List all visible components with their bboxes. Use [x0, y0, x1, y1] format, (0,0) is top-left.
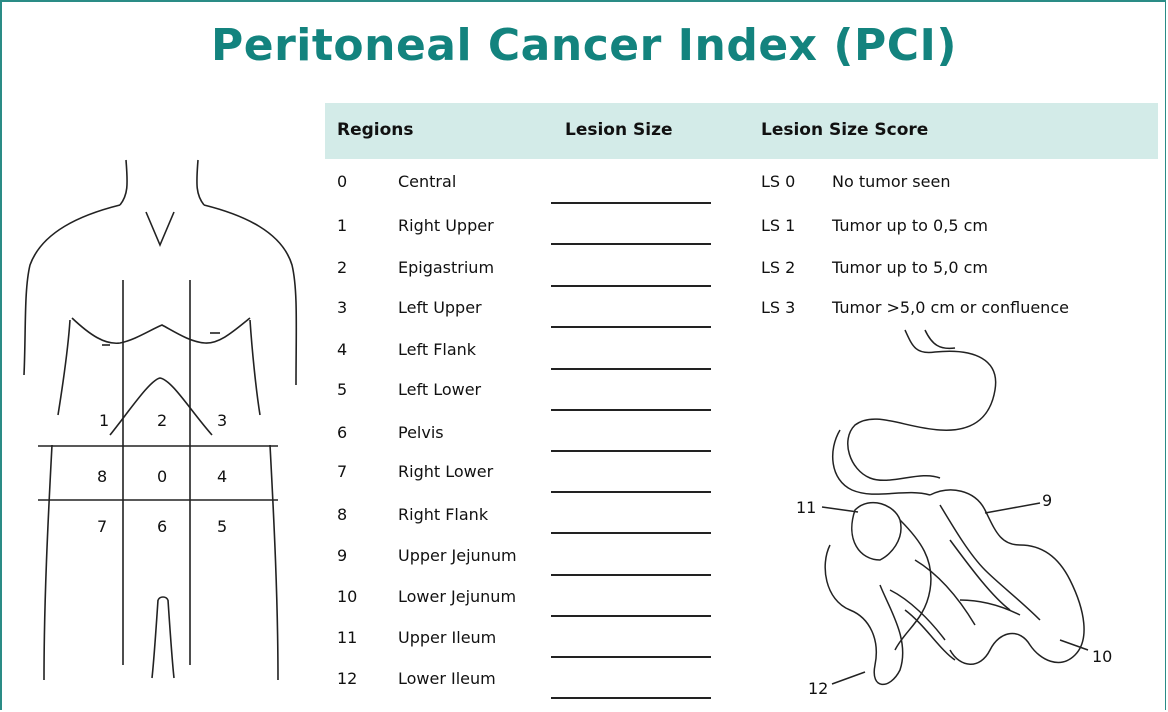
torso-left-upper-outline — [58, 320, 70, 415]
lesion-size-line — [551, 656, 711, 658]
mesentery-vessel — [940, 505, 1040, 620]
torso-right-upper-outline — [250, 320, 260, 415]
ls-description: Tumor up to 0,5 cm — [832, 216, 988, 235]
region-number: 2 — [337, 258, 347, 277]
lesion-size-line — [551, 409, 711, 411]
ls-description: Tumor up to 5,0 cm — [832, 258, 988, 277]
lesion-size-line — [551, 326, 711, 328]
lesion-size-line — [551, 615, 711, 617]
page-title: Peritoneal Cancer Index (PCI) — [0, 20, 1168, 71]
region-name: Upper Ileum — [398, 628, 496, 647]
region-name: Right Lower — [398, 462, 493, 481]
grid-label: 1 — [99, 411, 109, 430]
intestine-loop — [930, 490, 1084, 664]
region-number: 5 — [337, 380, 347, 399]
region-name: Pelvis — [398, 423, 444, 442]
rib-margin-line — [72, 318, 250, 343]
region-number: 8 — [337, 505, 347, 524]
leg-left-outer-outline — [44, 445, 52, 680]
lesion-size-line — [551, 368, 711, 370]
label-leader-line — [985, 503, 1040, 513]
crotch-outline — [158, 597, 168, 600]
grid-label: 3 — [217, 411, 227, 430]
region-name: Lower Jejunum — [398, 587, 516, 606]
ls-code: LS 0 — [761, 172, 795, 191]
grid-label: 4 — [217, 467, 227, 486]
intestine-label: 12 — [808, 679, 828, 698]
region-number: 11 — [337, 628, 357, 647]
label-leader-line — [1060, 640, 1088, 650]
region-number: 4 — [337, 340, 347, 359]
table-header-band — [325, 103, 1158, 159]
label-leader-line — [822, 507, 858, 512]
header-lesion-size-score: Lesion Size Score — [761, 120, 928, 140]
sternal-notch — [146, 212, 174, 245]
intestine-label: 9 — [1042, 491, 1052, 510]
header-lesion-size: Lesion Size — [565, 120, 673, 140]
leg-left-inner-outline — [152, 600, 158, 678]
mesentery-vessel — [905, 610, 955, 660]
leg-right-inner-outline — [168, 600, 174, 678]
label-leader-line — [832, 672, 865, 684]
grid-label: 0 — [157, 467, 167, 486]
intestine-loop — [825, 545, 903, 684]
lesion-size-line — [551, 532, 711, 534]
neck-right-outline — [197, 160, 204, 205]
region-name: Right Flank — [398, 505, 488, 524]
lesion-size-line — [551, 202, 711, 204]
grid-label: 5 — [217, 517, 227, 536]
lesion-size-line — [551, 450, 711, 452]
region-name: Left Flank — [398, 340, 476, 359]
region-number: 9 — [337, 546, 347, 565]
region-number: 6 — [337, 423, 347, 442]
ls-description: No tumor seen — [832, 172, 950, 191]
left-shoulder-arm-outline — [24, 205, 120, 375]
abdomen-body-diagram: 1 2 3 8 0 4 7 6 5 — [0, 140, 310, 712]
region-name: Upper Jejunum — [398, 546, 517, 565]
ls-code: LS 3 — [761, 298, 795, 317]
region-number: 3 — [337, 298, 347, 317]
intestine-label: 11 — [796, 498, 816, 517]
grid-label: 2 — [157, 411, 167, 430]
grid-label: 6 — [157, 517, 167, 536]
intestine-label: 10 — [1092, 647, 1112, 666]
right-shoulder-arm-outline — [204, 205, 296, 385]
region-name: Lower Ileum — [398, 669, 496, 688]
lesion-size-line — [551, 574, 711, 576]
region-name: Left Lower — [398, 380, 481, 399]
header-regions: Regions — [337, 120, 414, 140]
ls-code: LS 2 — [761, 258, 795, 277]
small-intestine-diagram: 11 9 10 12 — [780, 320, 1140, 705]
lesion-size-line — [551, 491, 711, 493]
region-number: 0 — [337, 172, 347, 191]
ls-code: LS 1 — [761, 216, 795, 235]
stomach-outline — [848, 330, 996, 480]
region-name: Right Upper — [398, 216, 494, 235]
region-name: Epigastrium — [398, 258, 494, 277]
mesentery-vessel — [950, 540, 1010, 610]
lesion-size-line — [551, 697, 711, 699]
ls-description: Tumor >5,0 cm or confluence — [832, 298, 1069, 317]
mesentery-vessel — [890, 590, 945, 640]
lesion-size-line — [551, 285, 711, 287]
neck-left-outline — [120, 160, 127, 205]
leg-right-outer-outline — [270, 445, 278, 680]
grid-label: 8 — [97, 467, 107, 486]
mesentery-vessel — [960, 600, 1020, 615]
region-number: 12 — [337, 669, 357, 688]
grid-label: 7 — [97, 517, 107, 536]
region-number: 10 — [337, 587, 357, 606]
region-name: Central — [398, 172, 456, 191]
lesion-size-line — [551, 243, 711, 245]
region-number: 7 — [337, 462, 347, 481]
region-name: Left Upper — [398, 298, 482, 317]
esophagus-outline — [925, 330, 955, 348]
region-number: 1 — [337, 216, 347, 235]
intestine-loop — [852, 503, 901, 560]
